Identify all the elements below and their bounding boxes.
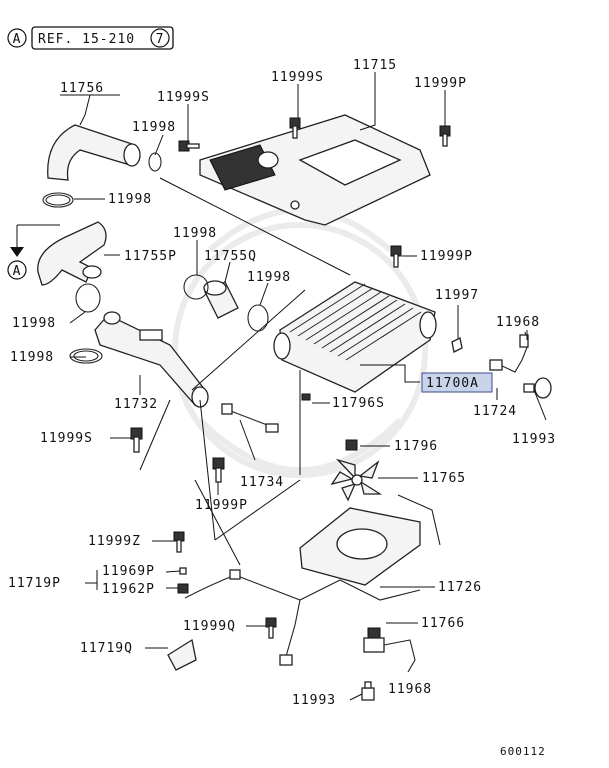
label-11732: 11732 <box>114 397 158 412</box>
label-11719p: 11719P <box>8 576 61 591</box>
label-11998-f: 11998 <box>10 350 54 365</box>
clamp-11998-top <box>148 152 162 172</box>
label-11998-c: 11998 <box>173 226 217 241</box>
harness-11719p <box>184 569 421 666</box>
bolt-11999p-low <box>212 457 225 483</box>
ref-text: REF. 15-210 <box>38 32 135 47</box>
label-11999s-mid: 11999S <box>271 70 324 85</box>
bolt-11999s-top <box>178 140 200 152</box>
bolt-11999z <box>173 531 185 553</box>
label-11999z: 11999Z <box>88 534 141 549</box>
clamp-11998-left-b <box>69 348 103 364</box>
label-11766: 11766 <box>421 616 465 631</box>
clamp-11998-ring <box>42 192 74 208</box>
bolt-11999s-mid <box>289 117 301 139</box>
ref-circle-number: 7 <box>156 32 165 47</box>
label-11765: 11765 <box>422 471 466 486</box>
callout-arrow-a: A <box>7 224 60 280</box>
bolt-11999q <box>265 617 277 639</box>
label-11998-e: 11998 <box>12 316 56 331</box>
label-11734: 11734 <box>240 475 284 490</box>
label-11993-right: 11993 <box>512 432 556 447</box>
label-11724: 11724 <box>473 404 517 419</box>
drawing-number: 600112 <box>500 745 546 758</box>
label-11715: 11715 <box>353 58 397 73</box>
label-11998-d: 11998 <box>247 270 291 285</box>
pad-11997 <box>451 337 463 353</box>
plug-11993-bottom <box>361 681 375 701</box>
clip-11962p <box>177 583 189 594</box>
reference-header: A REF. 15-210 7 <box>7 26 174 50</box>
switch-11766 <box>363 627 416 673</box>
label-11700a: 11700A <box>426 376 479 391</box>
hose-11755p <box>37 221 107 286</box>
label-11962p: 11962P <box>102 582 155 597</box>
label-11999p-low: 11999P <box>195 498 248 513</box>
bracket-11719q <box>167 638 197 671</box>
shroud-11726 <box>299 494 441 586</box>
pipe-11732 <box>94 311 209 408</box>
bolt-11999p-top <box>439 125 451 147</box>
screw-11796s <box>301 393 311 401</box>
intercooler-11700a <box>273 281 437 393</box>
fan-11765 <box>330 458 383 502</box>
harness-11968-top <box>489 331 529 373</box>
label-11998-b: 11998 <box>108 192 152 207</box>
grommet-11969p <box>179 567 187 575</box>
label-11968-bottom: 11968 <box>388 682 432 697</box>
label-11999p-top: 11999P <box>414 76 467 91</box>
callout-symbol: A <box>13 264 22 279</box>
bolt-11999p-mid <box>390 245 402 268</box>
label-11796: 11796 <box>394 439 438 454</box>
hose-11756 <box>47 124 141 181</box>
label-11999q: 11999Q <box>183 619 236 634</box>
plug-11993-right <box>523 377 552 399</box>
section-symbol: A <box>13 32 22 47</box>
sensor-11734 <box>221 403 279 433</box>
leader-lines <box>60 72 547 701</box>
label-11999p-mid: 11999P <box>420 249 473 264</box>
label-11796s: 11796S <box>332 396 385 411</box>
clamp-11998-left-a <box>75 283 101 313</box>
cover-11715 <box>199 114 431 226</box>
highlight-box-11700a <box>421 372 493 393</box>
clamp-11998-mid-b <box>247 304 269 332</box>
label-11999s-low: 11999S <box>40 431 93 446</box>
label-11719q: 11719Q <box>80 641 133 656</box>
label-11997: 11997 <box>435 288 479 303</box>
label-11755q: 11755Q <box>204 249 257 264</box>
label-11969p: 11969P <box>102 564 155 579</box>
label-11756: 11756 <box>60 81 104 96</box>
label-11755p: 11755P <box>124 249 177 264</box>
clamp-11998-mid-a <box>183 274 209 300</box>
label-11968-top: 11968 <box>496 315 540 330</box>
label-11993-bottom: 11993 <box>292 693 336 708</box>
bolt-11999s-low <box>130 427 143 453</box>
part-labels: 11756 11999S 11999S 11715 11999P 11998 1… <box>8 58 556 758</box>
label-11726: 11726 <box>438 580 482 595</box>
label-11999s-top: 11999S <box>157 90 210 105</box>
nut-11796 <box>345 439 358 451</box>
label-11998-a: 11998 <box>132 120 176 135</box>
hose-11755q <box>203 280 239 319</box>
